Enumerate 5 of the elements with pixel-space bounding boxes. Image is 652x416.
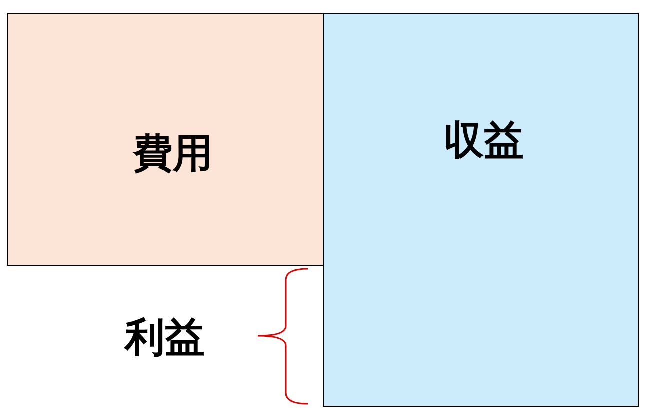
box-heading: 費用 bbox=[133, 132, 213, 176]
box-heading: 収益 bbox=[444, 119, 524, 163]
expense-box bbox=[7, 13, 324, 266]
revenue-box bbox=[323, 13, 639, 407]
bracket-label: 利益 bbox=[125, 316, 205, 360]
